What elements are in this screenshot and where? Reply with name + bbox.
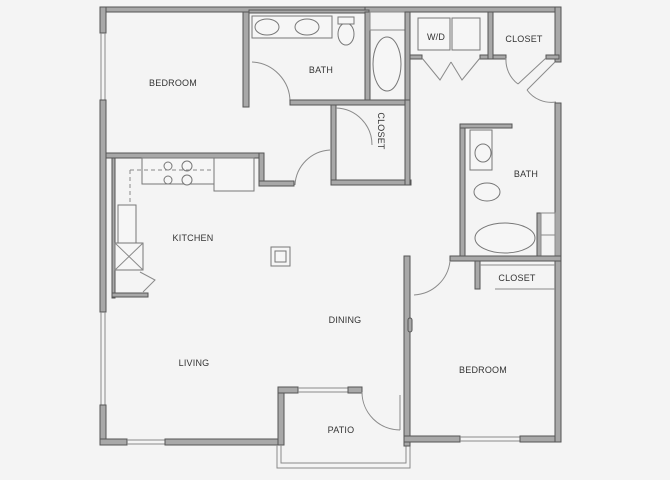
- room-label-patio: PATIO: [327, 425, 355, 435]
- room-label-dining: DINING: [328, 315, 362, 325]
- room-label-closet-1: CLOSET: [376, 112, 386, 150]
- room-label-bedroom-1: BEDROOM: [149, 78, 197, 88]
- wall-left-mid: [99, 99, 107, 313]
- room-label-bedroom-2: BEDROOM: [459, 365, 507, 375]
- room-label-closet-3: CLOSET: [498, 273, 536, 283]
- room-label-bath-1: BATH: [308, 65, 334, 75]
- wall-left-top: [99, 6, 107, 34]
- room-label-kitchen: KITCHEN: [172, 233, 214, 243]
- room-label-bath-2: BATH: [513, 169, 539, 179]
- room-label-living: LIVING: [178, 358, 210, 368]
- room-label-closet-2: CLOSET: [505, 34, 543, 44]
- room-label-wd: W/D: [426, 32, 446, 42]
- wall-top-right: [364, 6, 561, 13]
